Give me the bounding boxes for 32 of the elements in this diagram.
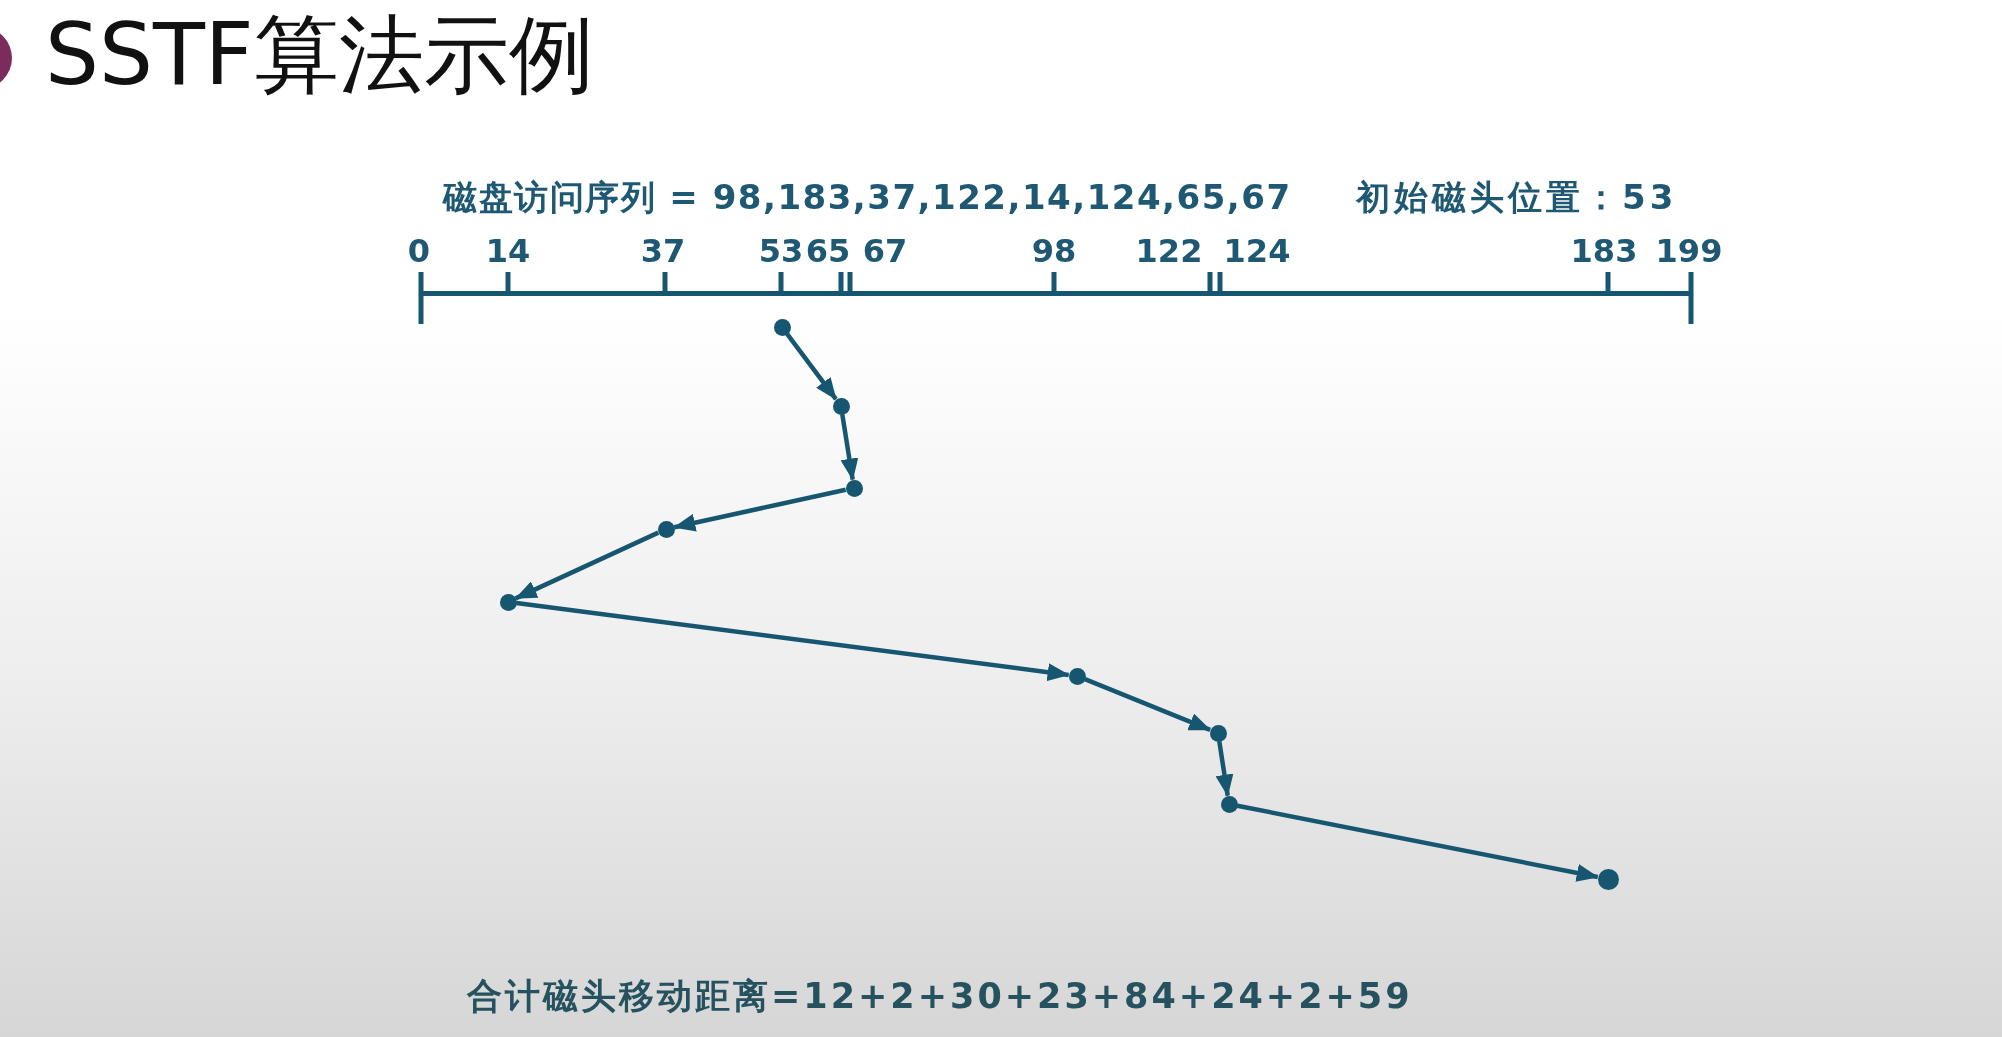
path-dot — [1068, 667, 1086, 685]
arrow — [1215, 741, 1234, 797]
arrow — [516, 600, 1070, 682]
tick-label: 124 — [1223, 235, 1291, 267]
path-dot — [657, 520, 675, 538]
path-dot — [773, 318, 791, 336]
arrow — [1084, 677, 1212, 732]
tick-label: 37 — [640, 235, 686, 267]
slide-title: SSTF算法示例 — [45, 8, 594, 102]
path-dot — [845, 479, 863, 497]
tick-label: 14 — [485, 235, 531, 267]
path-dot — [1220, 795, 1238, 813]
arrow — [1236, 803, 1599, 882]
arrow — [840, 414, 859, 481]
tick-label: 98 — [1031, 235, 1077, 267]
tick-label: 65 — [805, 235, 851, 267]
tick-label: 122 — [1135, 235, 1203, 267]
path-dot — [1209, 724, 1227, 742]
tick-label: 0 — [407, 235, 431, 267]
request-sequence-text: 磁盘访问序列 = 98,183,37,122,14,124,65,67 — [443, 180, 1292, 214]
total-distance-text: 合计磁头移动距离=12+2+30+23+84+24+2+59 — [467, 978, 1413, 1014]
arrow — [673, 487, 847, 532]
tick-label: 199 — [1655, 235, 1723, 267]
tick-label: 53 — [758, 235, 804, 267]
path-dot — [499, 593, 517, 611]
arrow — [785, 332, 838, 401]
path-dot — [1597, 868, 1619, 890]
arrow — [514, 530, 660, 601]
tick-label: 67 — [862, 235, 908, 267]
path-dot — [832, 397, 850, 415]
initial-head-position-text: 初始磁头位置：53 — [1356, 180, 1678, 214]
tick-label: 183 — [1570, 235, 1638, 267]
